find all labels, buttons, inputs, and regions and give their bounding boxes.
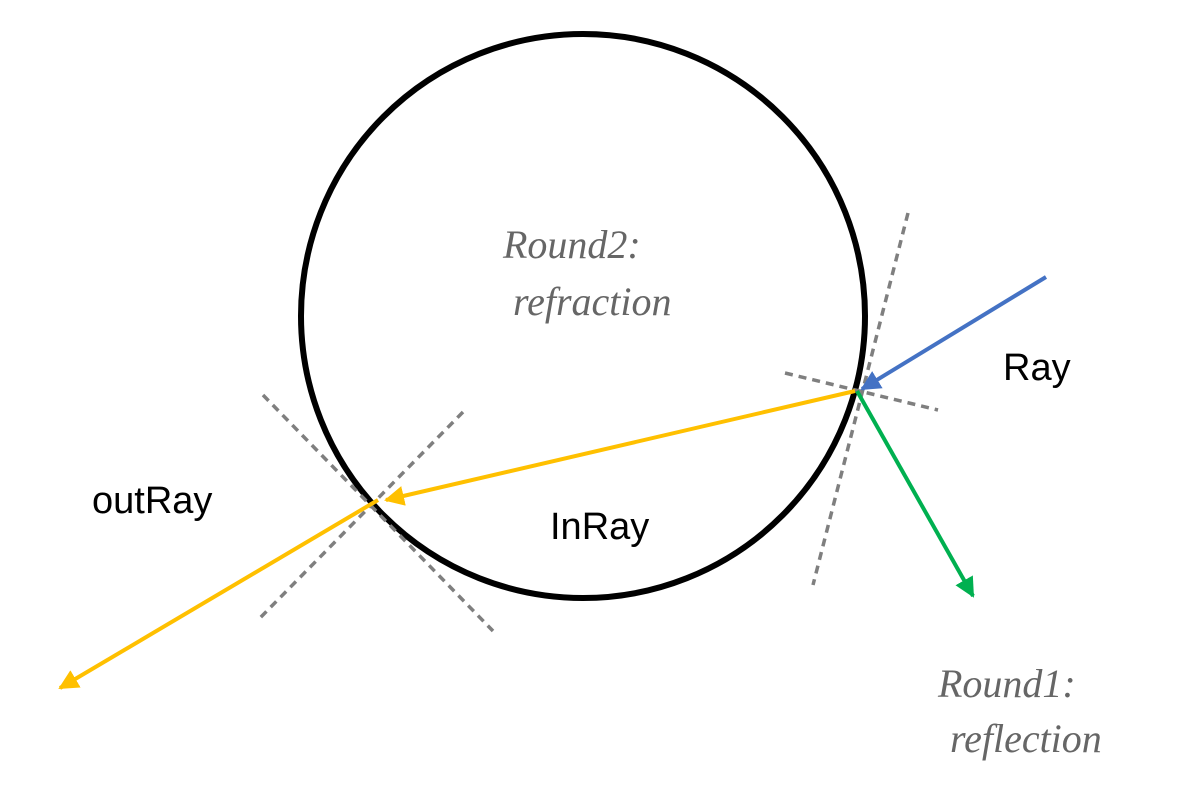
reflected-ray xyxy=(855,390,975,598)
entry-tangent-line xyxy=(811,212,910,586)
round2-subtitle: refraction xyxy=(513,279,672,324)
sphere-circle xyxy=(298,31,868,601)
entry-normal-line xyxy=(784,371,939,412)
out-ray-label: outRay xyxy=(92,480,212,522)
outgoing-ray xyxy=(58,498,380,690)
inner-refracted-ray xyxy=(384,389,856,506)
incident-ray xyxy=(860,275,1048,391)
round1-title: Round1: xyxy=(937,661,1076,706)
round2-title: Round2: xyxy=(502,222,641,267)
ray-label: Ray xyxy=(1003,347,1071,389)
exit-tangent-line xyxy=(256,410,465,622)
round1-subtitle: reflection xyxy=(950,716,1102,761)
in-ray-label: InRay xyxy=(550,506,649,548)
